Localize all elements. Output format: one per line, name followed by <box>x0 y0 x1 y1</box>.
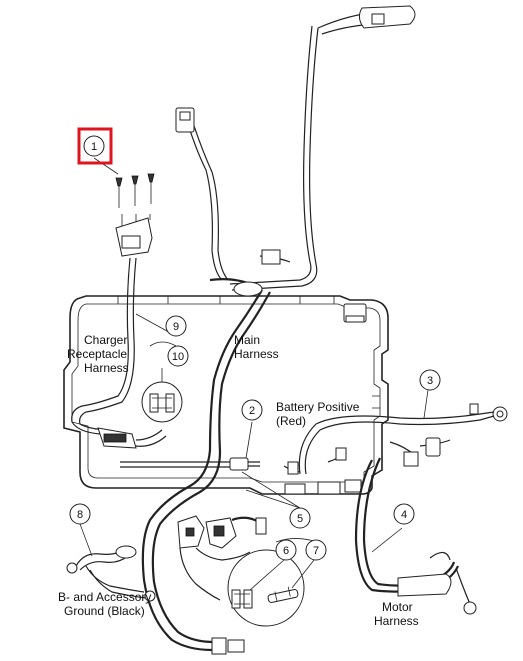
label-battery-positive: Battery Positive (Red) <box>276 400 360 428</box>
svg-text:1: 1 <box>91 141 97 153</box>
svg-text:Motor: Motor <box>382 600 413 614</box>
svg-text:4: 4 <box>401 509 407 521</box>
svg-text:Harness: Harness <box>84 361 129 375</box>
svg-text:Main: Main <box>234 333 260 347</box>
svg-text:Harness: Harness <box>374 614 419 628</box>
chassis-frame <box>63 295 389 495</box>
svg-text:Harness: Harness <box>234 347 279 361</box>
svg-text:(Red): (Red) <box>276 414 306 428</box>
fuse-detail <box>227 538 323 627</box>
svg-text:3: 3 <box>427 375 433 387</box>
svg-text:Charger: Charger <box>84 333 127 347</box>
main-harness <box>141 281 271 655</box>
motor-harness <box>354 437 477 615</box>
callout-3: 3 <box>419 369 441 391</box>
callout-5: 5 <box>289 507 311 529</box>
svg-text:B- and Accessory: B- and Accessory <box>58 590 151 604</box>
leader-lines <box>79 157 429 557</box>
svg-text:Battery Positive: Battery Positive <box>276 400 360 414</box>
callout-6: 6 <box>275 539 297 561</box>
battery-positive-cable <box>283 403 508 475</box>
svg-text:5: 5 <box>297 513 303 525</box>
label-b-accessory-ground: B- and Accessory Ground (Black) <box>58 590 151 618</box>
callout-1-highlight <box>77 127 113 165</box>
controller-connectors <box>177 515 267 601</box>
callout-9: 9 <box>165 315 187 337</box>
svg-text:2: 2 <box>249 405 255 417</box>
svg-text:Ground (Black): Ground (Black) <box>64 604 145 618</box>
svg-text:Receptacle: Receptacle <box>67 347 127 361</box>
charger-receptacle-harness <box>71 173 167 449</box>
callout-2: 2 <box>241 399 263 421</box>
label-charger-receptacle-harness: Charger Receptacle Harness <box>67 333 129 375</box>
callout-4: 4 <box>393 503 415 525</box>
charger-fuse-detail <box>141 341 183 423</box>
svg-text:9: 9 <box>173 321 179 333</box>
svg-text:10: 10 <box>172 351 184 363</box>
label-main-harness: Main Harness <box>234 333 279 361</box>
svg-text:6: 6 <box>283 545 289 557</box>
svg-text:7: 7 <box>313 545 319 557</box>
callout-1: 1 <box>83 135 105 157</box>
ground-cable <box>66 545 156 602</box>
callout-10: 10 <box>167 345 189 367</box>
label-motor-harness: Motor Harness <box>374 600 419 628</box>
callout-8: 8 <box>69 503 91 525</box>
inline-fuse-wire <box>120 457 260 471</box>
callout-7: 7 <box>305 539 327 561</box>
svg-text:8: 8 <box>77 509 83 521</box>
upper-harness <box>175 5 416 291</box>
